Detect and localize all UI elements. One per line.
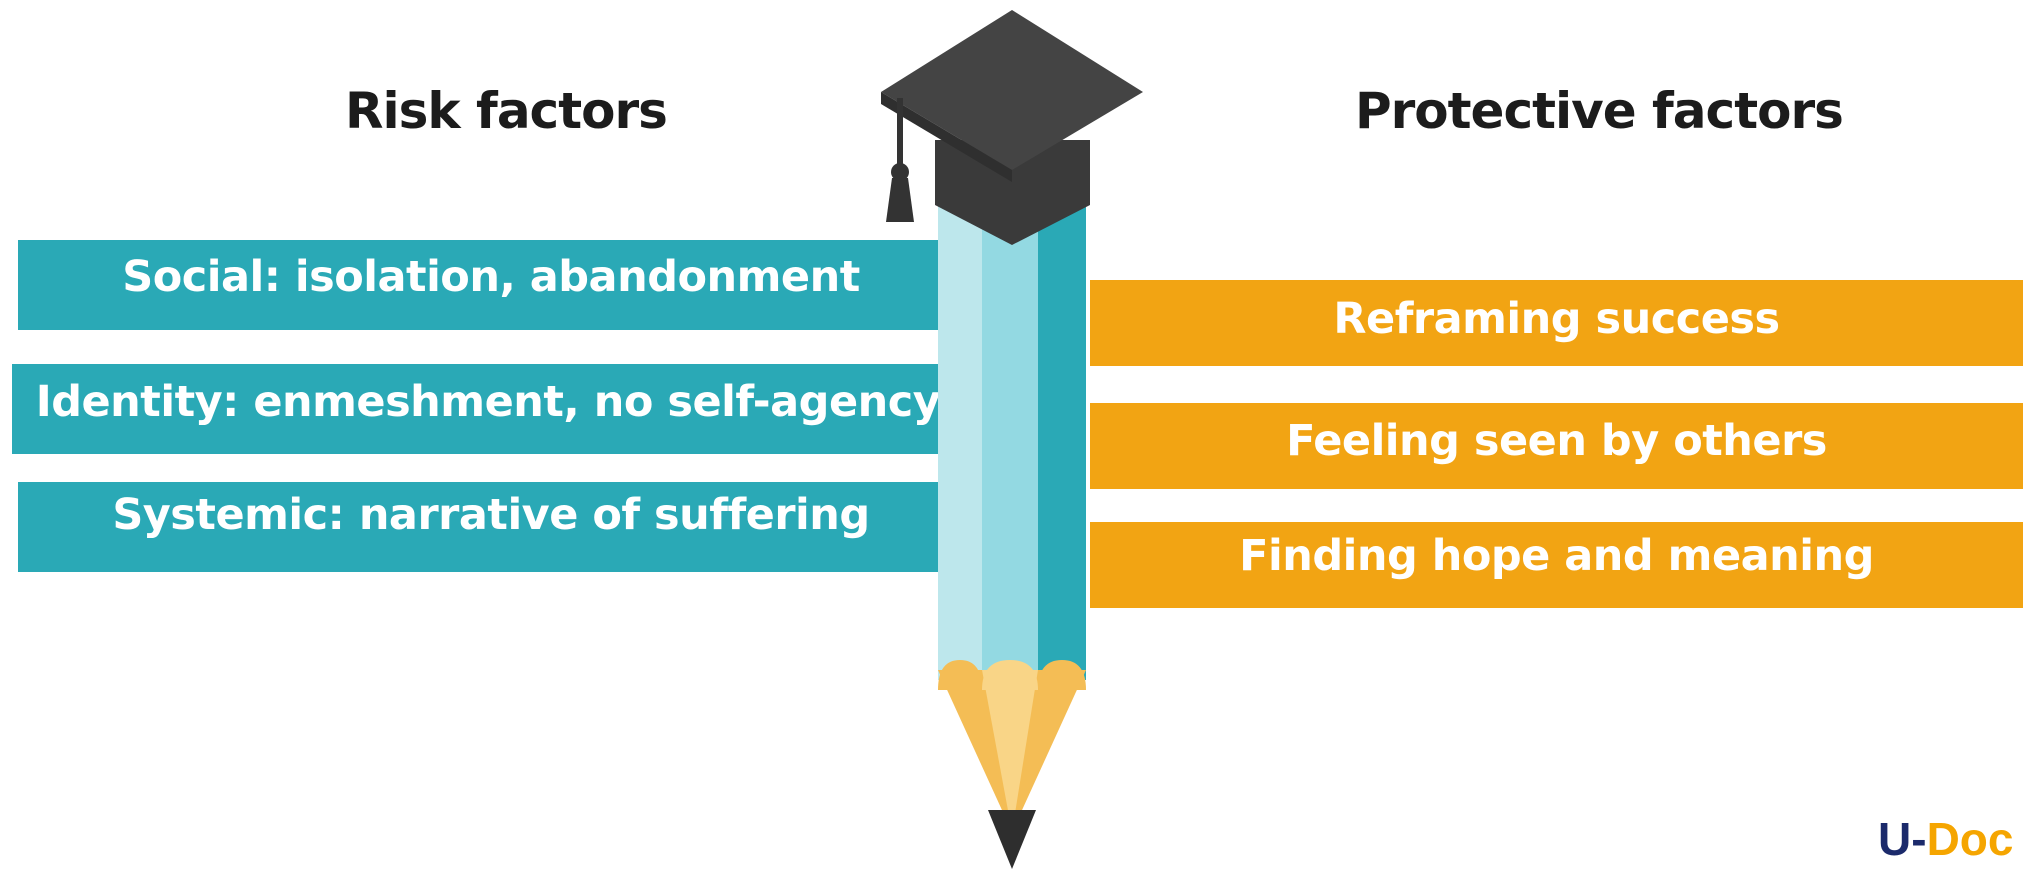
protective-factor-label: Finding hope and meaning bbox=[1239, 531, 1874, 581]
risk-factor-systemic: Systemic: narrative of suffering bbox=[18, 482, 964, 572]
protective-factor-label: Reframing success bbox=[1333, 294, 1780, 344]
graduation-cap-icon bbox=[881, 10, 1143, 245]
protective-factor-label: Feeling seen by others bbox=[1286, 416, 1827, 466]
risk-factors-heading: Risk factors bbox=[345, 82, 668, 140]
protective-factors-heading: Protective factors bbox=[1355, 82, 1844, 140]
pencil-illustration bbox=[881, 10, 1143, 869]
pencil-icon bbox=[938, 200, 1086, 869]
risk-factor-label: Systemic: narrative of suffering bbox=[112, 490, 870, 540]
u-doc-logo: U-Doc bbox=[1878, 813, 2014, 865]
protective-factor-hope: Finding hope and meaning bbox=[1090, 522, 2023, 608]
protective-factor-seen: Feeling seen by others bbox=[1090, 403, 2023, 489]
protective-factor-reframing: Reframing success bbox=[1090, 280, 2023, 366]
risk-factor-label: Social: isolation, abandonment bbox=[122, 252, 860, 302]
risk-factor-social: Social: isolation, abandonment bbox=[18, 240, 964, 330]
risk-factor-identity: Identity: enmeshment, no self-agency bbox=[12, 364, 964, 454]
risk-factor-label: Identity: enmeshment, no self-agency bbox=[35, 377, 941, 427]
